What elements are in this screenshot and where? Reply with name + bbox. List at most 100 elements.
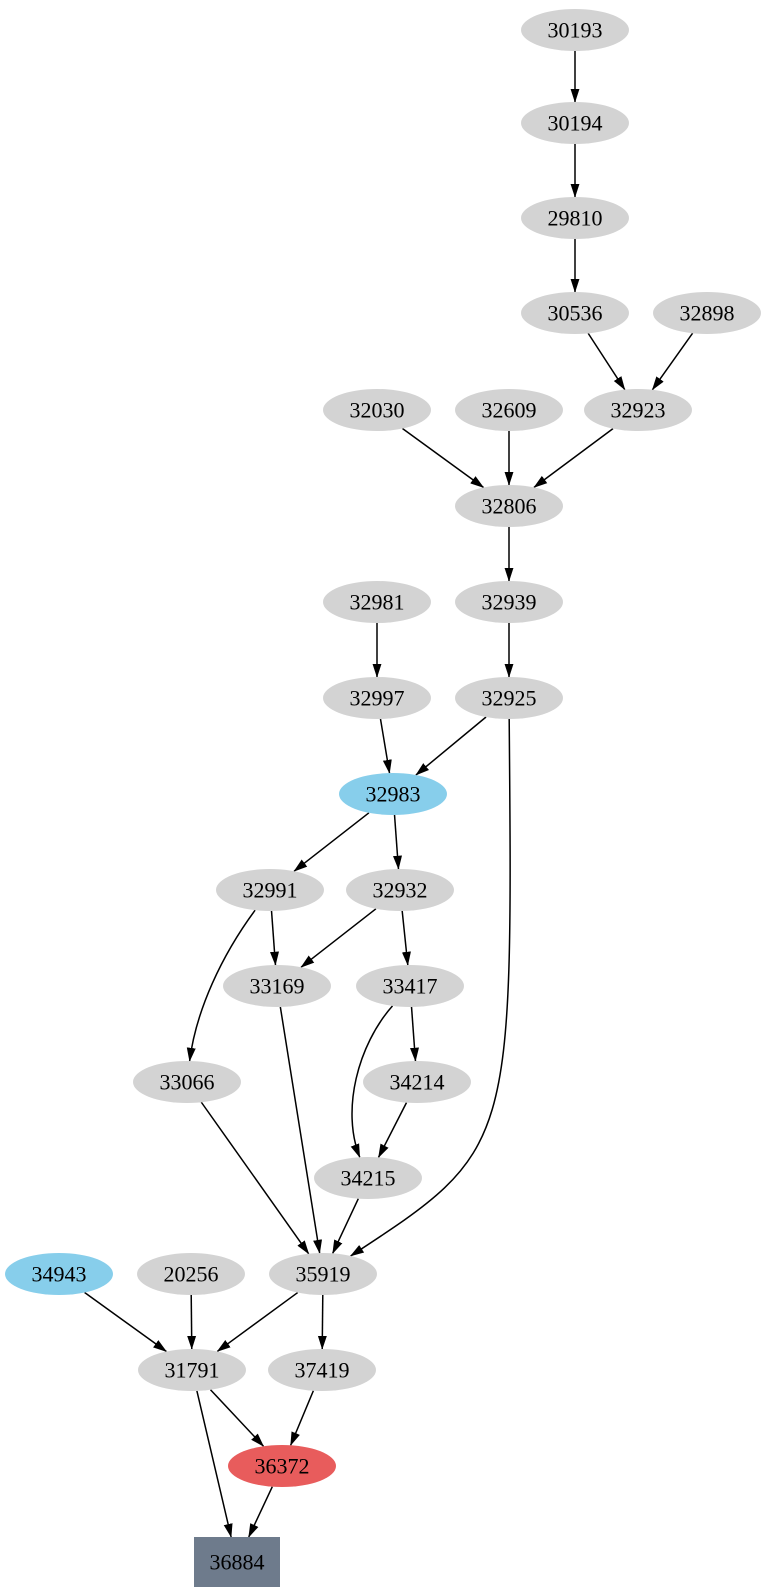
edge-33417-34215 <box>350 1005 394 1158</box>
edge-32983-32932 <box>393 814 402 870</box>
edge-31791-36884 <box>196 1390 233 1538</box>
node-shape-32806 <box>455 485 563 527</box>
graph-node-31791: 31791 <box>138 1349 246 1391</box>
edge-32997-32983 <box>379 718 392 774</box>
graph-node-34215: 34215 <box>314 1157 422 1199</box>
edge-32932-33169 <box>300 908 377 968</box>
node-label-29810: 29810 <box>548 206 603 231</box>
edge-34214-34215 <box>377 1102 408 1159</box>
graph-node-32806: 32806 <box>455 485 563 527</box>
node-shape-30193 <box>521 9 629 51</box>
node-shape-32939 <box>455 581 563 623</box>
node-shape-33066 <box>133 1061 241 1103</box>
node-shape-32923 <box>584 389 692 431</box>
edge-32030-32806 <box>402 427 485 489</box>
graph-node-34214: 34214 <box>363 1061 471 1103</box>
node-shape-29810 <box>521 197 629 239</box>
node-shape-32983 <box>339 773 447 815</box>
edge-32991-33169 <box>270 910 279 966</box>
graph-node-35919: 35919 <box>269 1253 377 1295</box>
edge-20256-31791 <box>187 1294 197 1350</box>
graph-node-30194: 30194 <box>521 102 629 144</box>
node-label-35919: 35919 <box>296 1262 351 1287</box>
edges-layer <box>84 51 694 1538</box>
node-label-32898: 32898 <box>680 301 735 326</box>
edge-35919-37419 <box>317 1294 327 1350</box>
node-shape-37419 <box>268 1349 376 1391</box>
node-label-34943: 34943 <box>32 1262 87 1287</box>
node-label-32806: 32806 <box>482 494 537 519</box>
edge-34215-35919 <box>332 1198 359 1255</box>
node-label-32925: 32925 <box>482 686 537 711</box>
graph-node-32997: 32997 <box>323 677 431 719</box>
node-shape-34214 <box>363 1061 471 1103</box>
node-label-20256: 20256 <box>164 1262 219 1287</box>
node-label-33066: 33066 <box>160 1070 215 1095</box>
edge-33066-35919 <box>200 1101 310 1255</box>
edge-37419-36372 <box>289 1390 315 1447</box>
edge-36372-36884 <box>248 1486 273 1538</box>
node-label-33169: 33169 <box>250 974 305 999</box>
node-label-32923: 32923 <box>611 398 666 423</box>
graph-node-33169: 33169 <box>223 965 331 1007</box>
edge-33169-35919 <box>279 1006 323 1254</box>
edge-32925-35919 <box>349 718 511 1257</box>
node-shape-32991 <box>216 869 324 911</box>
node-shape-32898 <box>653 292 761 334</box>
node-label-34215: 34215 <box>341 1166 396 1191</box>
node-shape-33417 <box>356 965 464 1007</box>
graph-node-32609: 32609 <box>455 389 563 431</box>
node-label-37419: 37419 <box>295 1358 350 1383</box>
node-label-32997: 32997 <box>350 686 405 711</box>
node-label-34214: 34214 <box>390 1070 445 1095</box>
edge-32923-32806 <box>533 428 614 488</box>
graph-node-20256: 20256 <box>137 1253 245 1295</box>
node-label-32981: 32981 <box>350 590 405 615</box>
graph-node-29810: 29810 <box>521 197 629 239</box>
node-label-36884: 36884 <box>210 1550 265 1575</box>
edge-32925-32983 <box>415 716 487 776</box>
node-shape-32932 <box>346 869 454 911</box>
node-label-32030: 32030 <box>350 398 405 423</box>
node-label-30194: 30194 <box>548 111 603 136</box>
node-label-30536: 30536 <box>548 301 603 326</box>
graph-node-32983: 32983 <box>339 773 447 815</box>
node-shape-32030 <box>323 389 431 431</box>
edge-31791-36372 <box>209 1389 265 1447</box>
node-shape-36372 <box>228 1445 336 1487</box>
graph-node-36884: 36884 <box>194 1537 280 1587</box>
node-shape-30536 <box>521 292 629 334</box>
node-label-32991: 32991 <box>243 878 298 903</box>
node-label-31791: 31791 <box>165 1358 220 1383</box>
node-label-36372: 36372 <box>255 1454 310 1479</box>
node-shape-32997 <box>323 677 431 719</box>
edge-34943-31791 <box>84 1291 168 1353</box>
node-shape-34215 <box>314 1157 422 1199</box>
graph-node-32939: 32939 <box>455 581 563 623</box>
graph-node-34943: 34943 <box>5 1253 113 1295</box>
node-shape-20256 <box>137 1253 245 1295</box>
node-shape-30194 <box>521 102 629 144</box>
graph-node-36372: 36372 <box>228 1445 336 1487</box>
node-shape-36884 <box>194 1537 280 1587</box>
node-shape-35919 <box>269 1253 377 1295</box>
graph-node-32923: 32923 <box>584 389 692 431</box>
graph-node-32925: 32925 <box>455 677 563 719</box>
edge-32932-33417 <box>401 910 411 966</box>
node-shape-33169 <box>223 965 331 1007</box>
graph-node-33066: 33066 <box>133 1061 241 1103</box>
node-shape-32981 <box>323 581 431 623</box>
graph-node-32981: 32981 <box>323 581 431 623</box>
edge-32983-32991 <box>293 812 370 872</box>
edge-32898-32923 <box>651 332 694 391</box>
graph-node-30536: 30536 <box>521 292 629 334</box>
graph-node-37419: 37419 <box>268 1349 376 1391</box>
graph-node-32991: 32991 <box>216 869 324 911</box>
edge-32991-33066 <box>186 909 256 1062</box>
node-label-33417: 33417 <box>383 974 438 999</box>
edge-35919-31791 <box>216 1291 299 1353</box>
node-shape-31791 <box>138 1349 246 1391</box>
